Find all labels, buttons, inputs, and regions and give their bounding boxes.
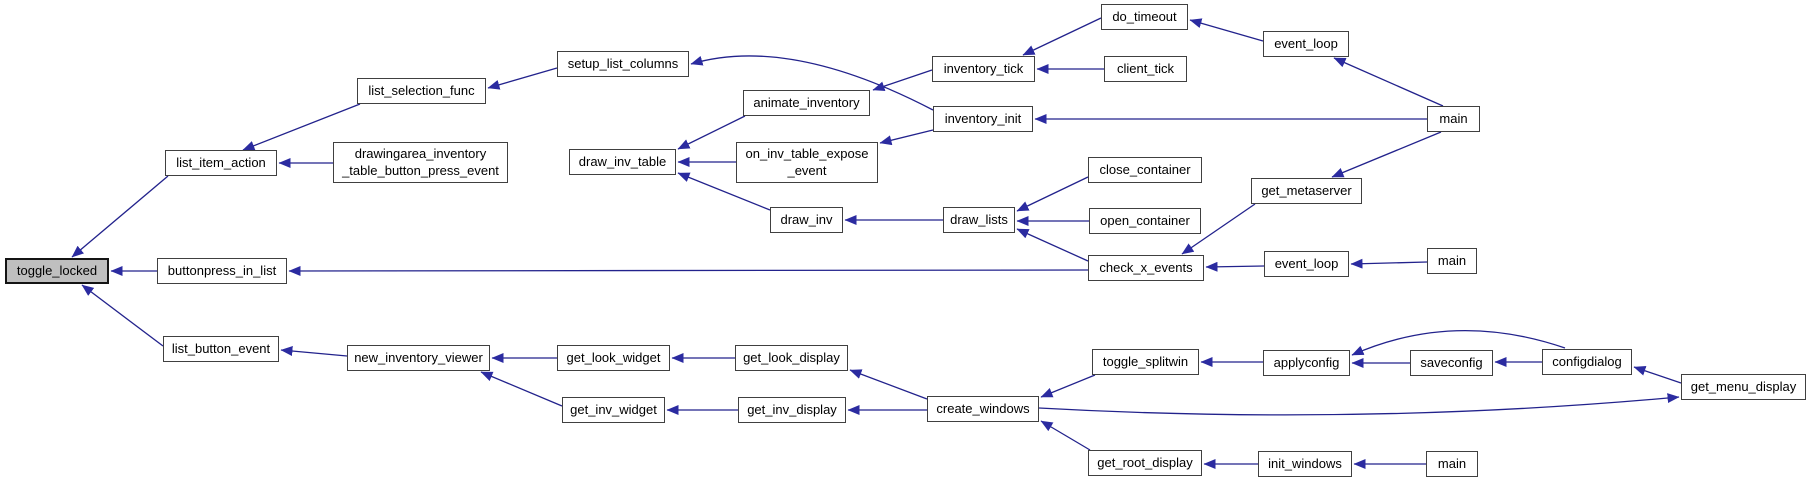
- edge-check_x_events-to-draw_lists: [1016, 228, 1089, 262]
- edge-get_menu_display-to-configdialog: [1633, 365, 1682, 384]
- graph-node-toggle_locked: toggle_locked: [5, 258, 109, 284]
- edge-toggle_splitwin-to-create_windows: [1040, 374, 1096, 398]
- graph-node-configdialog[interactable]: configdialog: [1542, 349, 1632, 375]
- graph-node-draw_inv_table[interactable]: draw_inv_table: [569, 149, 676, 175]
- edge-new_inventory_viewer-to-list_button_event: [280, 346, 348, 357]
- edge-get_inv_widget-to-new_inventory_viewer: [480, 371, 563, 407]
- graph-node-main_3[interactable]: main: [1426, 451, 1478, 477]
- graph-node-buttonpress_in_list[interactable]: buttonpress_in_list: [157, 258, 287, 284]
- edge-close_container-to-draw_lists: [1016, 176, 1089, 212]
- graph-node-get_metaserver[interactable]: get_metaserver: [1251, 178, 1362, 204]
- graph-node-toggle_splitwin[interactable]: toggle_splitwin: [1092, 349, 1199, 375]
- edge-list_selection_func-to-list_item_action: [242, 103, 361, 151]
- graph-node-get_menu_display[interactable]: get_menu_display: [1681, 374, 1806, 400]
- graph-node-saveconfig[interactable]: saveconfig: [1410, 350, 1493, 376]
- graph-node-main_2[interactable]: main: [1427, 248, 1477, 274]
- edge-do_timeout-to-inventory_tick: [1022, 17, 1102, 56]
- graph-node-new_inventory_viewer[interactable]: new_inventory_viewer: [347, 345, 490, 371]
- edge-event_loop_2-to-check_x_events: [1205, 261, 1265, 272]
- graph-node-get_inv_widget[interactable]: get_inv_widget: [562, 397, 665, 423]
- graph-node-inventory_init[interactable]: inventory_init: [933, 106, 1033, 132]
- edge-main_1-to-get_metaserver: [1331, 131, 1442, 178]
- graph-node-init_windows[interactable]: init_windows: [1258, 451, 1352, 477]
- edge-event_loop_1-to-do_timeout: [1189, 18, 1264, 42]
- graph-node-animate_inventory[interactable]: animate_inventory: [743, 90, 870, 116]
- edge-main_1-to-event_loop_1: [1333, 57, 1444, 107]
- edge-draw_inv-to-draw_inv_table: [677, 172, 771, 211]
- edge-list_button_event-to-toggle_locked: [81, 284, 164, 347]
- edge-inventory_init-to-setup_list_columns: [690, 55, 934, 111]
- edge-create_windows-to-get_look_display: [849, 369, 928, 400]
- edge-setup_list_columns-to-list_selection_func: [487, 67, 558, 90]
- graph-node-create_windows[interactable]: create_windows: [927, 396, 1039, 422]
- graph-node-do_timeout[interactable]: do_timeout: [1101, 4, 1188, 30]
- graph-node-close_container[interactable]: close_container: [1088, 157, 1202, 183]
- graph-node-open_container[interactable]: open_container: [1089, 208, 1201, 234]
- edge-list_item_action-to-toggle_locked: [71, 175, 169, 258]
- graph-node-draw_inv[interactable]: draw_inv: [770, 207, 843, 233]
- graph-node-applyconfig[interactable]: applyconfig: [1263, 350, 1350, 376]
- edge-animate_inventory-to-draw_inv_table: [677, 115, 746, 150]
- graph-node-event_loop_2[interactable]: event_loop: [1264, 251, 1349, 277]
- graph-node-drawingarea_inventory_table_button_press_event[interactable]: drawingarea_inventory _table_button_pres…: [333, 142, 508, 183]
- graph-node-check_x_events[interactable]: check_x_events: [1088, 255, 1204, 281]
- graph-node-inventory_tick[interactable]: inventory_tick: [932, 56, 1035, 82]
- graph-node-list_item_action[interactable]: list_item_action: [165, 150, 277, 176]
- graph-node-get_root_display[interactable]: get_root_display: [1088, 450, 1202, 476]
- graph-node-get_look_widget[interactable]: get_look_widget: [557, 345, 670, 371]
- edge-create_windows-to-get_menu_display: [1038, 393, 1680, 416]
- graph-node-get_look_display[interactable]: get_look_display: [735, 345, 848, 371]
- graph-node-list_button_event[interactable]: list_button_event: [163, 336, 279, 362]
- graph-node-event_loop_1[interactable]: event_loop: [1263, 31, 1349, 57]
- edge-get_root_display-to-create_windows: [1040, 420, 1091, 451]
- edge-inventory_init-to-on_inv_table_expose_event: [879, 129, 934, 146]
- edge-check_x_events-to-buttonpress_in_list: [288, 265, 1089, 276]
- graph-node-setup_list_columns[interactable]: setup_list_columns: [557, 51, 689, 77]
- edge-main_2-to-event_loop_2: [1350, 258, 1428, 269]
- graph-node-client_tick[interactable]: client_tick: [1104, 56, 1187, 82]
- graph-node-list_selection_func[interactable]: list_selection_func: [357, 78, 486, 104]
- graph-node-get_inv_display[interactable]: get_inv_display: [738, 397, 846, 423]
- edge-inventory_tick-to-animate_inventory: [872, 69, 933, 92]
- edge-get_metaserver-to-check_x_events: [1181, 203, 1256, 255]
- graph-node-on_inv_table_expose_event[interactable]: on_inv_table_expose _event: [736, 142, 878, 183]
- edge-configdialog-to-applyconfig: [1351, 329, 1566, 356]
- graph-node-main_1[interactable]: main: [1427, 106, 1480, 132]
- graph-node-draw_lists[interactable]: draw_lists: [943, 207, 1015, 233]
